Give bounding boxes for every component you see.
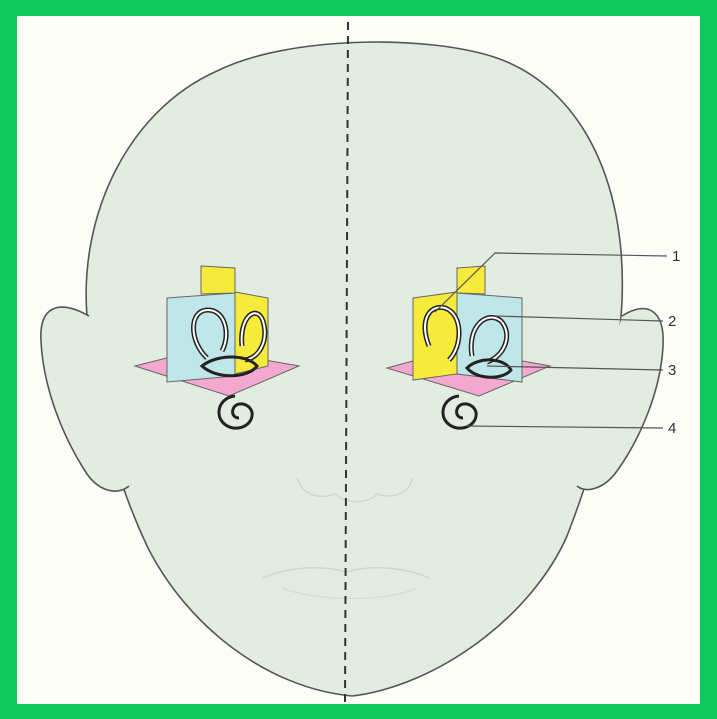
head-diagram: 1 2 3 4 — [17, 16, 700, 704]
callout-label-1: 1 — [672, 248, 680, 265]
head-outline — [41, 22, 663, 702]
diagram-frame: 1 2 3 4 — [17, 16, 700, 704]
callout-label-4: 4 — [668, 420, 676, 437]
right-yellow-top — [457, 266, 485, 294]
callout-label-3: 3 — [668, 362, 676, 379]
callout-label-2: 2 — [668, 313, 676, 330]
left-yellow-top — [201, 266, 235, 294]
right-yellow-plane — [413, 292, 457, 380]
